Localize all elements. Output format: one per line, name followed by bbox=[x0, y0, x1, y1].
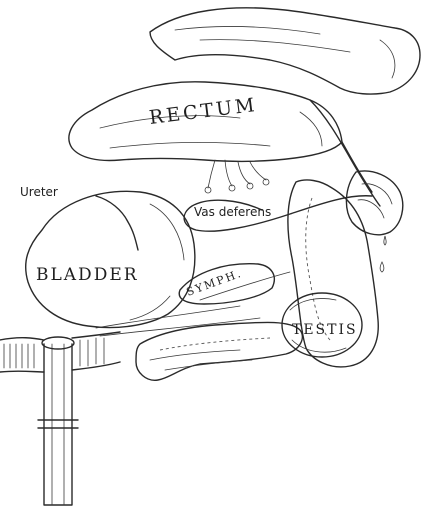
urethra-dashed bbox=[160, 338, 270, 350]
label-vas-deferens: Vas deferens bbox=[194, 205, 271, 219]
label-bladder: BLADDER bbox=[36, 265, 139, 285]
scrotum-inner bbox=[306, 198, 330, 340]
bladder-shading bbox=[130, 204, 184, 320]
label-ureter: Ureter bbox=[20, 185, 58, 199]
scrotum-outline bbox=[288, 180, 378, 367]
catheter-inner bbox=[52, 344, 64, 505]
left-tissue-band bbox=[0, 332, 120, 372]
label-rectum: RECTUM bbox=[148, 94, 259, 129]
perineal-bulb-shading bbox=[358, 184, 392, 218]
catheter-body bbox=[44, 344, 72, 505]
perineal-bulb bbox=[346, 171, 402, 235]
left-tissue-hatching bbox=[4, 338, 104, 368]
bladder-outline bbox=[26, 191, 195, 327]
drop-2 bbox=[380, 262, 384, 272]
ureter-line bbox=[96, 196, 138, 250]
label-testis: TESTIS bbox=[292, 322, 358, 338]
penis-hatching bbox=[150, 350, 252, 370]
drop-1 bbox=[384, 236, 386, 245]
upper-bowel-shading bbox=[175, 27, 395, 78]
vessel-strands bbox=[208, 160, 266, 188]
catheter-top bbox=[42, 337, 74, 349]
